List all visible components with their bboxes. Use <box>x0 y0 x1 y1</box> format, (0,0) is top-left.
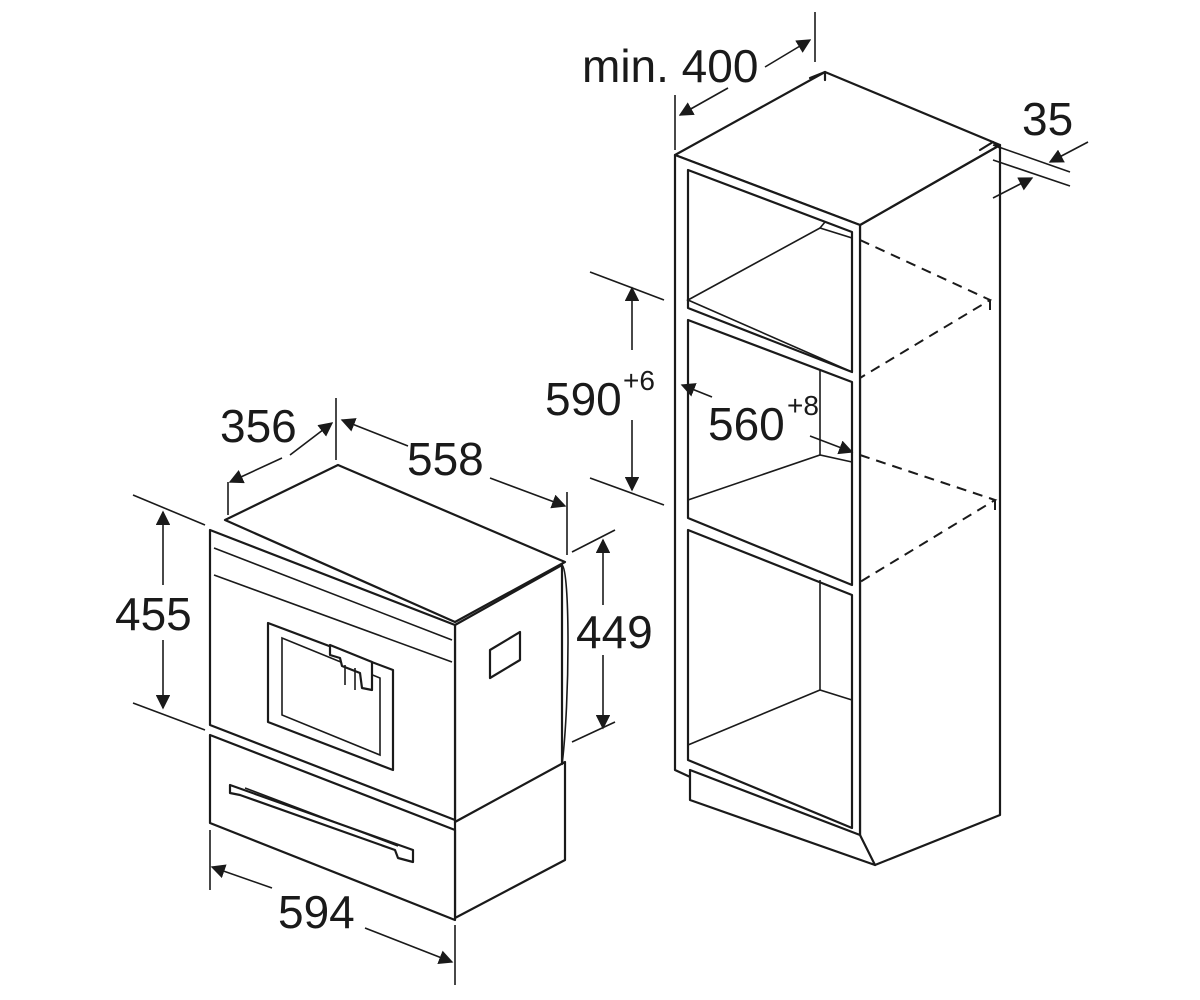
label-niche-width: 560 <box>708 398 785 450</box>
appliance-dimensions <box>132 398 616 985</box>
cabinet-plinth <box>688 768 877 867</box>
label-appliance-body-height: 449 <box>576 606 653 658</box>
label-niche-height: 590 <box>545 373 622 425</box>
label-appliance-depth: 356 <box>220 400 297 452</box>
niche-compartment <box>686 318 854 587</box>
lower-compartment <box>686 528 854 830</box>
label-appliance-front-height: 455 <box>115 588 192 640</box>
coffee-spout <box>328 643 374 692</box>
label-appliance-front-width: 594 <box>278 886 355 938</box>
niche-height-value: 590 <box>545 373 622 425</box>
hidden-shelf-upper <box>859 239 993 379</box>
hidden-shelf-middle <box>859 454 998 583</box>
label-rear-gap: 35 <box>1022 93 1073 145</box>
cabinet-side-panel <box>858 143 1002 867</box>
label-cabinet-depth: min. 400 <box>582 40 758 92</box>
label-niche-height-tolerance: +6 <box>623 365 655 396</box>
drawer-handle[interactable] <box>228 783 415 864</box>
tall-cabinet <box>673 70 1002 867</box>
cabinet-dimensions <box>589 12 1089 506</box>
side-grip <box>488 630 522 680</box>
label-appliance-width-top: 558 <box>407 433 484 485</box>
coffee-machine <box>208 463 569 922</box>
label-niche-width-tolerance: +8 <box>787 390 819 421</box>
appliance-top <box>223 463 567 624</box>
